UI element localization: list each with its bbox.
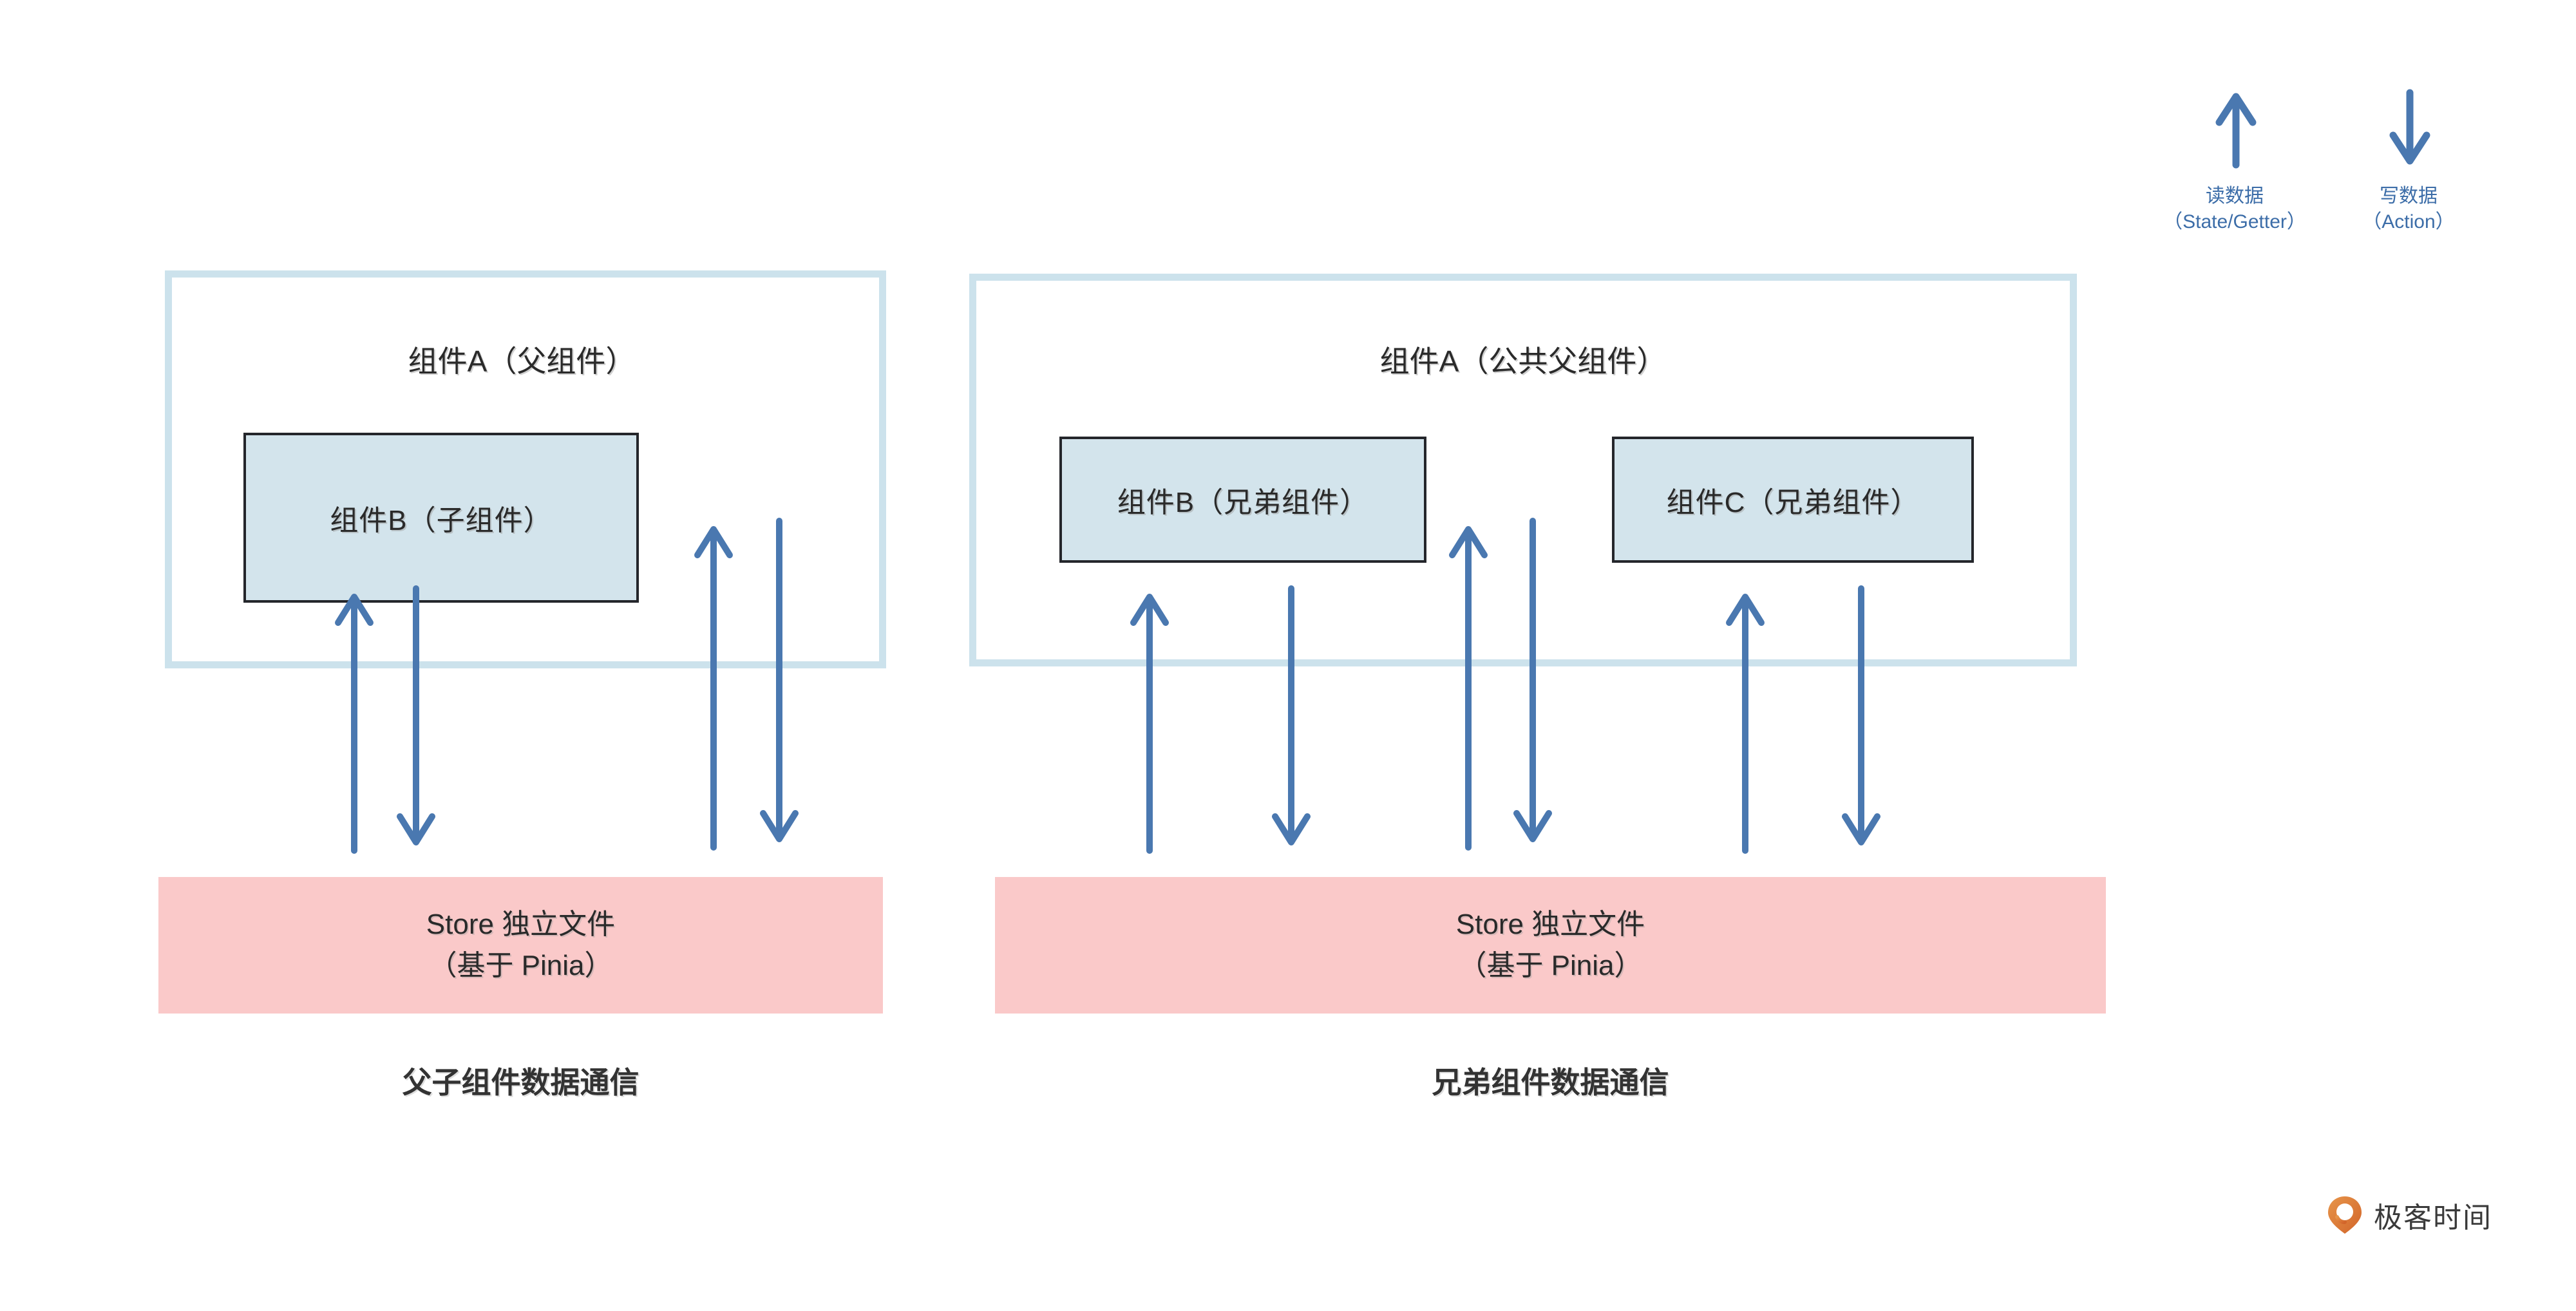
component-c-label: 组件C（兄弟组件） [1666,487,1920,518]
watermark-text: 极客时间 [2374,1202,2492,1234]
arrow-down-sibling-c-write [1842,585,1880,856]
legend: 读数据 （State/Getter） 写数据 （Action） [2145,77,2505,309]
arrow-down-component-a-write [760,518,799,853]
store-line-1: Store 独立文件 [426,909,616,941]
component-b-box-parent-child: 组件B（子组件） [243,433,639,603]
geektime-logo-icon [2325,1195,2365,1235]
component-c-box-siblings: 组件C（兄弟组件） [1612,437,1974,563]
panel-parent-child-container [165,270,886,668]
store-line-2: （基于 Pinia） [1458,950,1643,981]
component-b-label: 组件B（兄弟组件） [1117,487,1369,518]
store-box-parent-child: Store 独立文件 （基于 Pinia） [158,877,883,1014]
arrow-up-sibling-b-read [1130,583,1169,854]
legend-read-label: 读数据 [2206,185,2264,207]
panel-parent-child-title: 组件A（父组件） [408,344,636,378]
legend-write-label: 写数据 [2380,185,2438,207]
caption-siblings: 兄弟组件数据通信 [1432,1066,1669,1099]
store-line-1: Store 独立文件 [1455,909,1645,941]
caption-parent-child: 父子组件数据通信 [402,1066,639,1099]
component-b-box-siblings: 组件B（兄弟组件） [1059,437,1426,563]
panel-siblings-title: 组件A（公共父组件） [1379,344,1667,378]
store-line-2: （基于 Pinia） [428,950,613,981]
component-b-label: 组件B（子组件） [330,505,553,536]
arrow-down-icon [2389,89,2430,167]
arrow-up-component-a-read [694,515,733,851]
arrow-down-parent-a-write [1513,518,1552,853]
watermark-logo: 极客时间 [2325,1194,2492,1236]
arrow-up-parent-a-read [1449,515,1488,851]
legend-read-sublabel: （State/Getter） [2163,211,2306,232]
panel-siblings-container [969,274,2077,666]
arrow-down-sibling-b-write [1272,585,1311,856]
arrow-up-icon [2215,90,2257,169]
arrow-up-sibling-c-read [1726,583,1765,854]
legend-write-sublabel: （Action） [2362,211,2455,232]
arrow-down-component-b-write [397,585,435,856]
store-box-siblings: Store 独立文件 （基于 Pinia） [995,877,2106,1014]
arrow-up-component-b-read [335,583,374,854]
